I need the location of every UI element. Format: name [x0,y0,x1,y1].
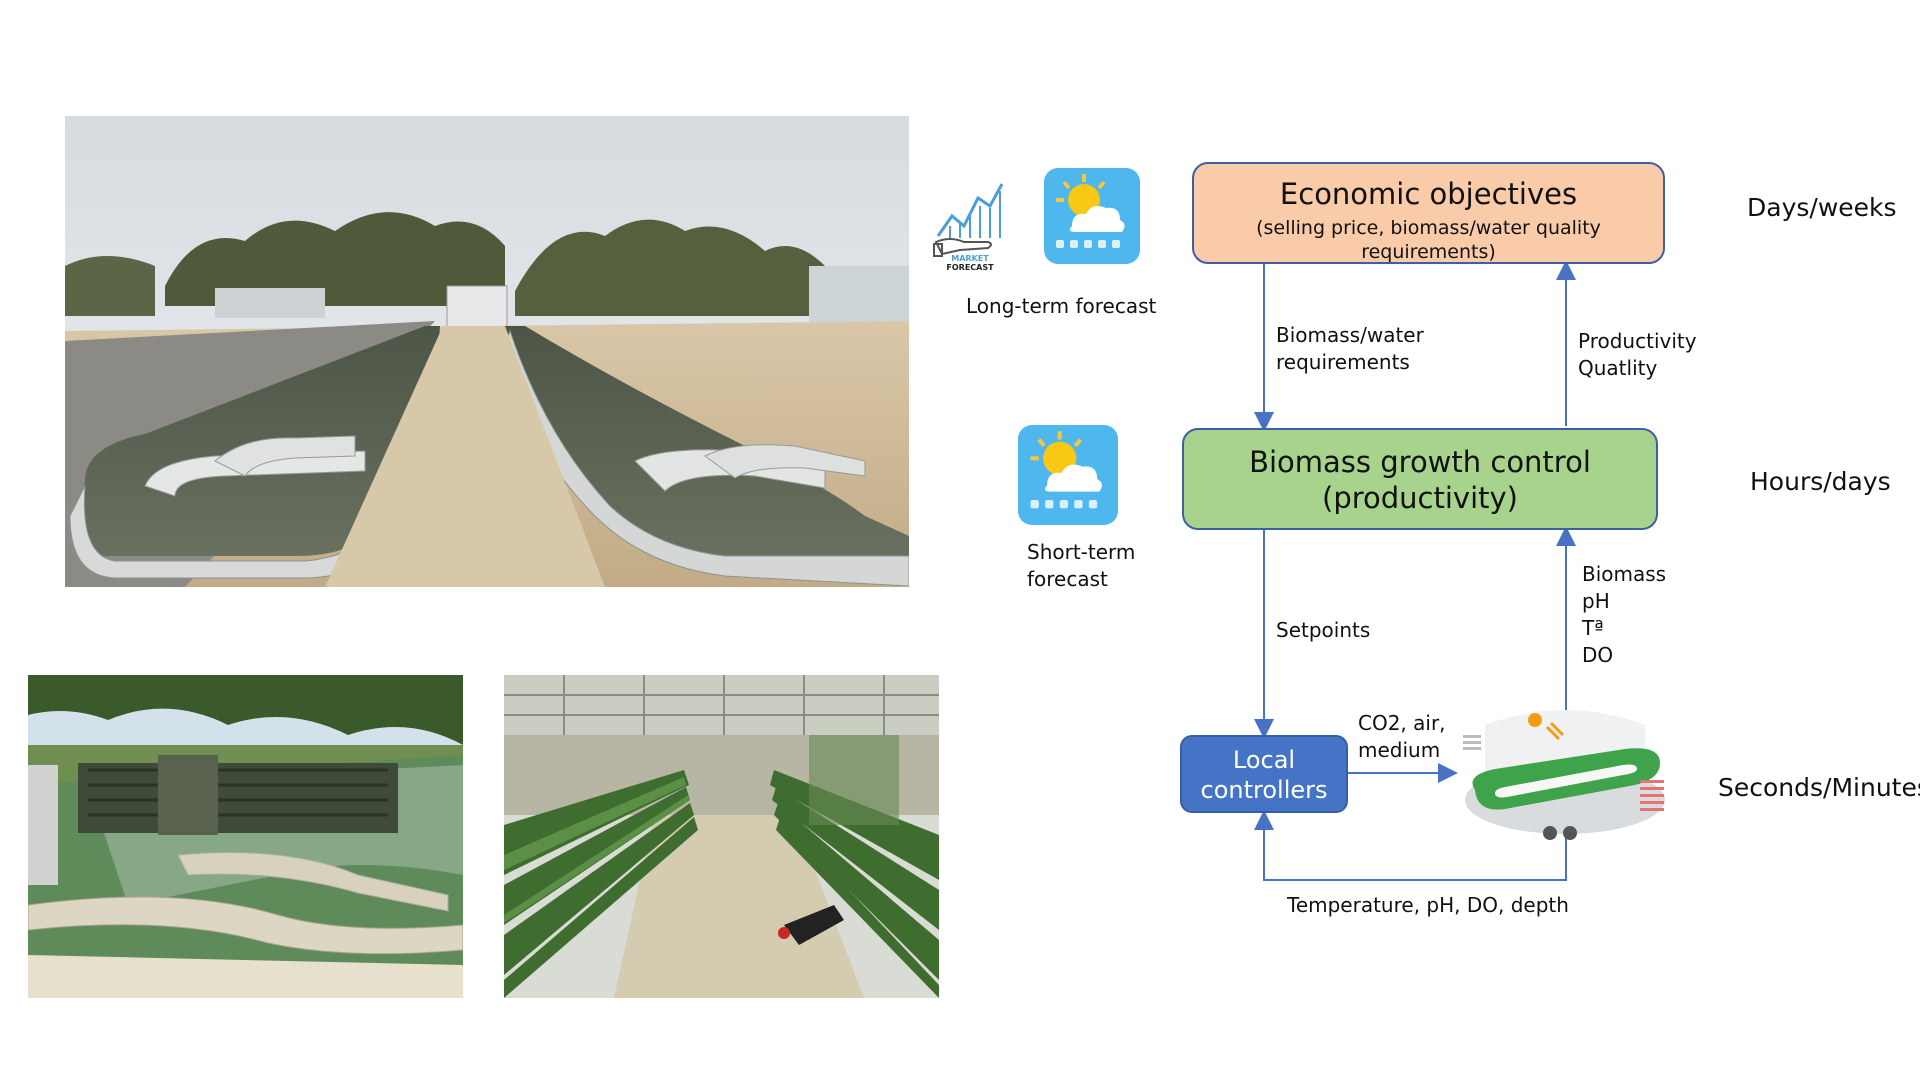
feedback-measurements-label: Temperature, pH, DO, depth [1287,893,1569,917]
local-controllers-line-1: Local [1232,746,1296,774]
weather-app-icon [1018,425,1118,525]
raceway-ponds-photo [65,116,909,587]
time-scale-hours-days: Hours/days [1750,467,1891,496]
local-controllers-line-2: controllers [1200,776,1328,804]
growth-control-title: Biomass growth control [1249,445,1591,479]
economic-objectives-box: Economic objectives (selling price, biom… [1192,162,1665,264]
growth-control-subtitle: (productivity) [1322,481,1518,515]
time-scale-days-weeks: Days/weeks [1747,193,1897,222]
local-controllers-box: Local controllers [1180,735,1348,813]
co2-air-medium-label: CO2, air,medium [1358,711,1446,762]
market-forecast-icon: MARKET FORECAST [930,176,1010,272]
green-pond-paddlewheel-photo [28,675,463,998]
biomass-growth-control-box: Biomass growth control (productivity) [1182,428,1658,530]
long-term-forecast-label: Long-term forecast [966,294,1157,318]
tubular-photobioreactor-greenhouse-photo [504,675,939,998]
market-label: MARKET FORECAST [946,254,994,272]
raceway-reactor-illustration [1455,705,1675,845]
setpoints-label: Setpoints [1276,618,1371,642]
short-term-forecast-label: Short-term forecast [1027,540,1136,591]
economic-objectives-title: Economic objectives [1279,177,1578,211]
time-scale-seconds-minutes: Seconds/Minutes [1718,773,1920,802]
economic-objectives-subtitle: (selling price, biomass/water quality re… [1256,217,1601,263]
weather-app-icon [1044,168,1140,264]
